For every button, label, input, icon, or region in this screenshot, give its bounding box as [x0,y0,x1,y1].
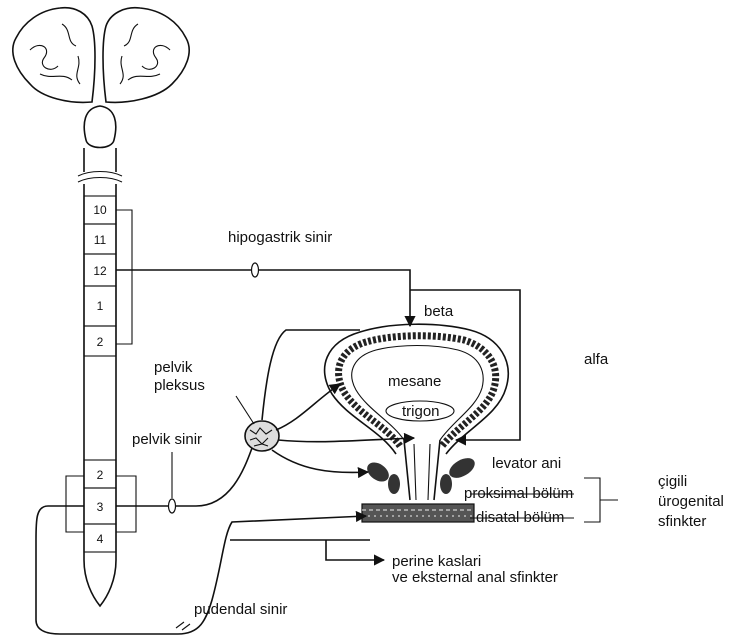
segment-label: 11 [94,233,107,247]
pleksus-label: pleksus [154,377,205,394]
pelvic-plexus-ganglion [245,421,279,451]
segment-label: 4 [97,532,104,546]
segment-label: 12 [93,264,107,278]
pudendal-label: pudendal sinir [194,601,287,618]
perine-label-2: ve eksternal anal sfinkter [392,569,558,586]
trigon-label: trigon [402,403,440,420]
segment-label: 2 [97,468,104,482]
perine-label: perine kaslari [392,553,481,570]
segment-label: 2 [97,335,104,349]
proksimal-label: proksimal bölüm [464,485,573,502]
brain [13,8,189,103]
levator-ani-muscles [364,454,479,494]
segment-label: 3 [97,500,104,514]
segment-label: 10 [93,203,107,217]
upper-segments: 10 11 12 1 2 [84,196,132,356]
sphincter [362,504,474,522]
brainstem [78,106,122,182]
urogenital-label: ürogenital [658,493,724,510]
alfa-label: alfa [584,351,609,368]
segment-label: 1 [97,299,104,313]
cigili-label: çigili [658,473,687,490]
sfinkter-label: sfinkter [658,513,706,530]
beta-label: beta [424,303,454,320]
pelvik-label: pelvik [154,359,193,376]
hipogastrik-label: hipogastrik sinir [228,229,332,246]
disatal-label: disatal bölüm [476,509,564,526]
pelvik-sinir-label: pelvik sinir [132,431,202,448]
levator-ani-label: levator ani [492,455,561,472]
mesane-label: mesane [388,373,441,390]
